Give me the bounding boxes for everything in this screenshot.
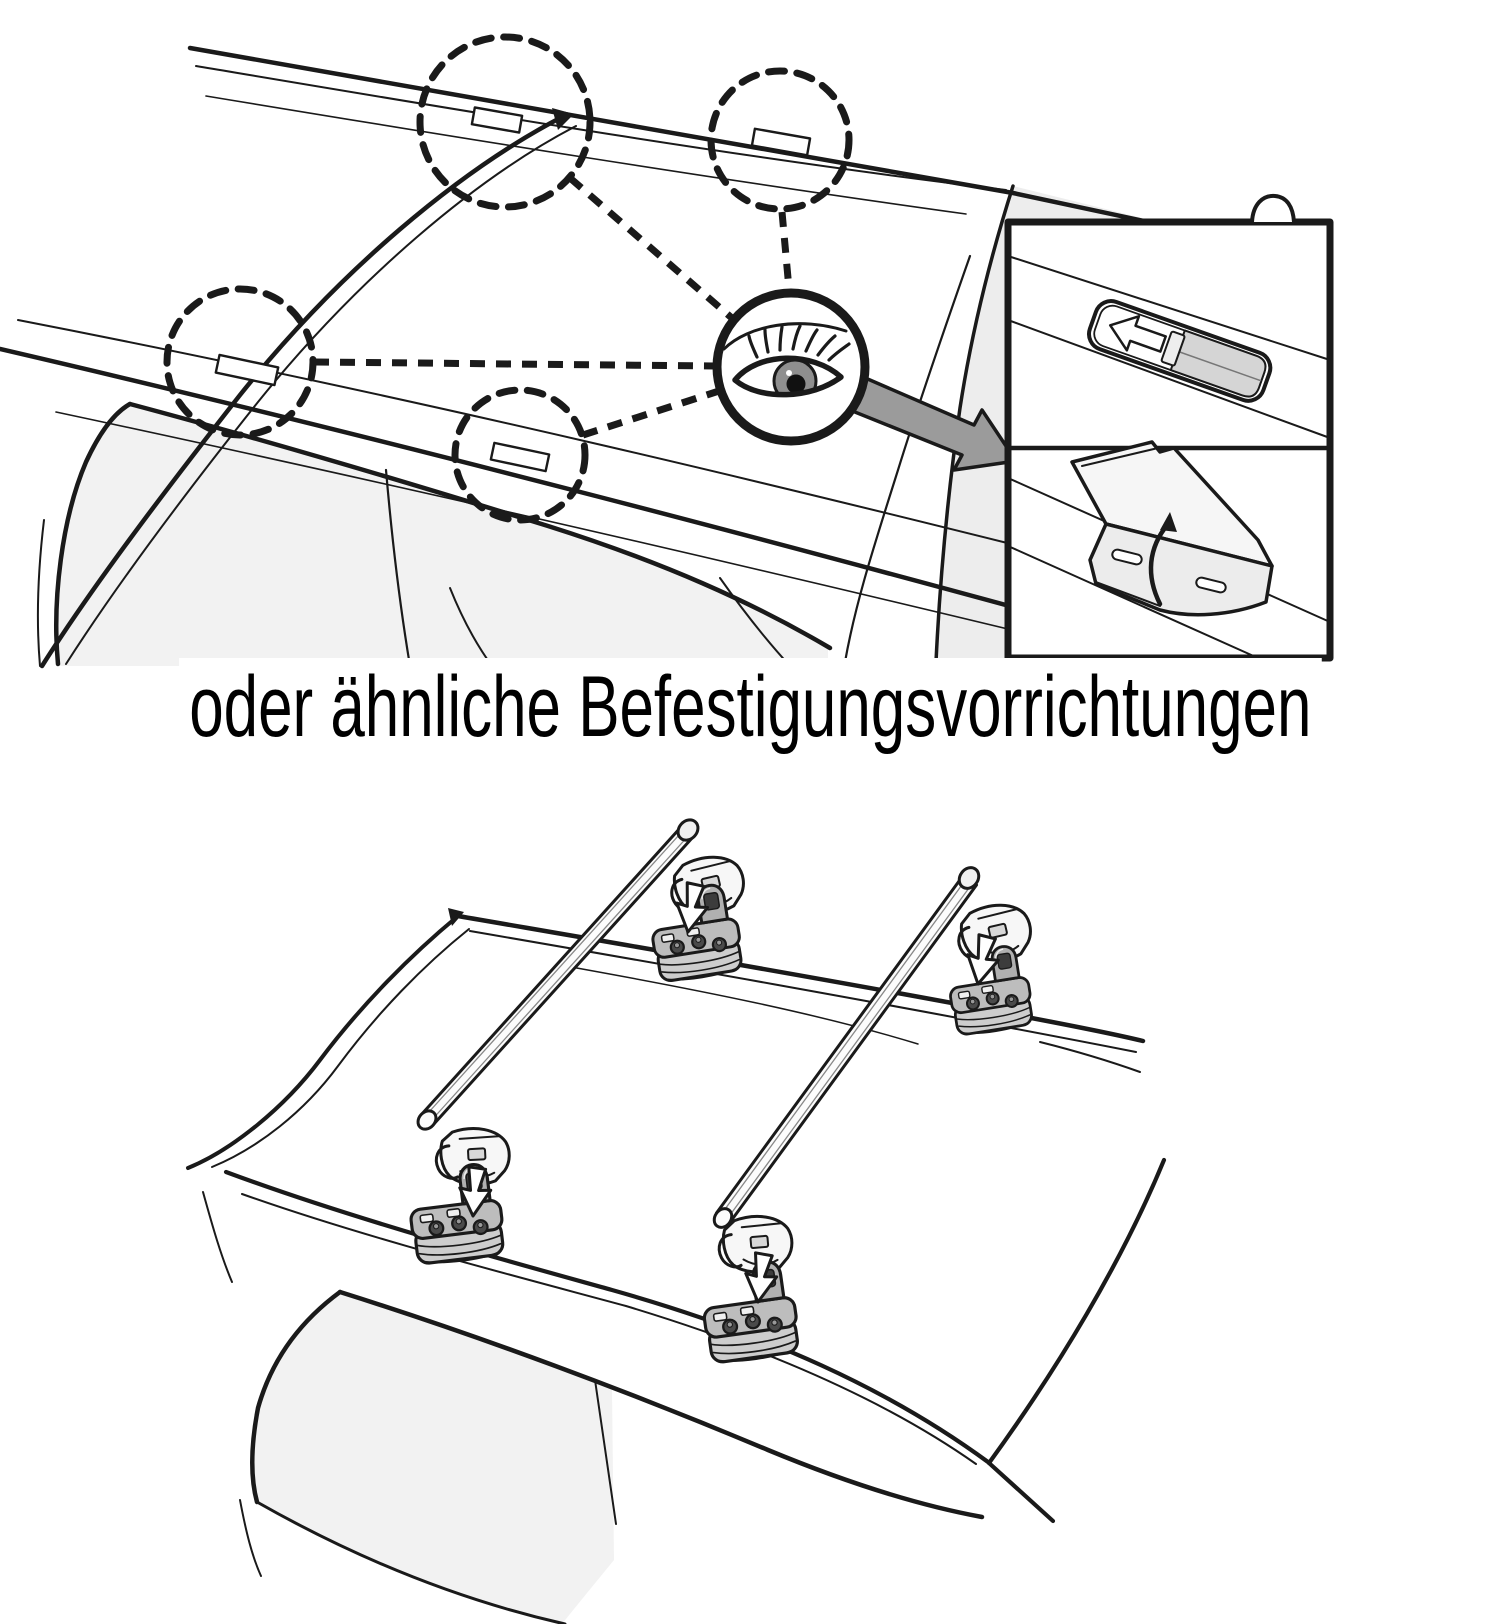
slide-cover-panel — [1007, 255, 1331, 439]
fixing-point-2 — [750, 127, 812, 157]
top-illustration — [0, 33, 1334, 669]
crossbar-rear — [712, 866, 1034, 1276]
dashed-circle-2 — [707, 67, 853, 213]
dashed-circle-3 — [163, 285, 317, 439]
flip-cover-lid — [1070, 440, 1274, 568]
dashed-circle-4 — [451, 386, 589, 524]
caption: oder ähnliche Befestigungsvorrichtungen — [0, 658, 1500, 752]
flip-cover-panel — [1007, 440, 1331, 659]
fixing-point-4 — [489, 441, 551, 473]
door-seam — [384, 468, 412, 668]
flip-open-arrow-icon — [1148, 521, 1171, 607]
detail-inset-box — [1004, 193, 1334, 662]
body-shade-wedge — [1008, 186, 1158, 222]
near-roof-rail — [0, 319, 1179, 661]
dashed-connectors — [313, 175, 793, 439]
slide-direction-arrow-icon — [1108, 315, 1167, 353]
fixing-point-3 — [214, 353, 280, 387]
antenna-dome — [1250, 193, 1296, 224]
crossbar-front — [416, 818, 747, 1190]
door-glass — [56, 404, 829, 666]
far-roof-rail — [187, 45, 1161, 227]
eye-magnifier — [712, 288, 870, 446]
fixing-point-1 — [470, 106, 524, 134]
eye-icon — [732, 324, 851, 398]
caption-text: oder ähnliche Befestigungsvorrichtungen — [178, 658, 1322, 752]
dashed-circle-1 — [416, 33, 594, 211]
side-glass — [239, 1289, 985, 1624]
slide-cover-gray — [1169, 329, 1267, 398]
flip-cover-tray — [1088, 522, 1274, 617]
bottom-illustration — [186, 818, 1167, 1624]
